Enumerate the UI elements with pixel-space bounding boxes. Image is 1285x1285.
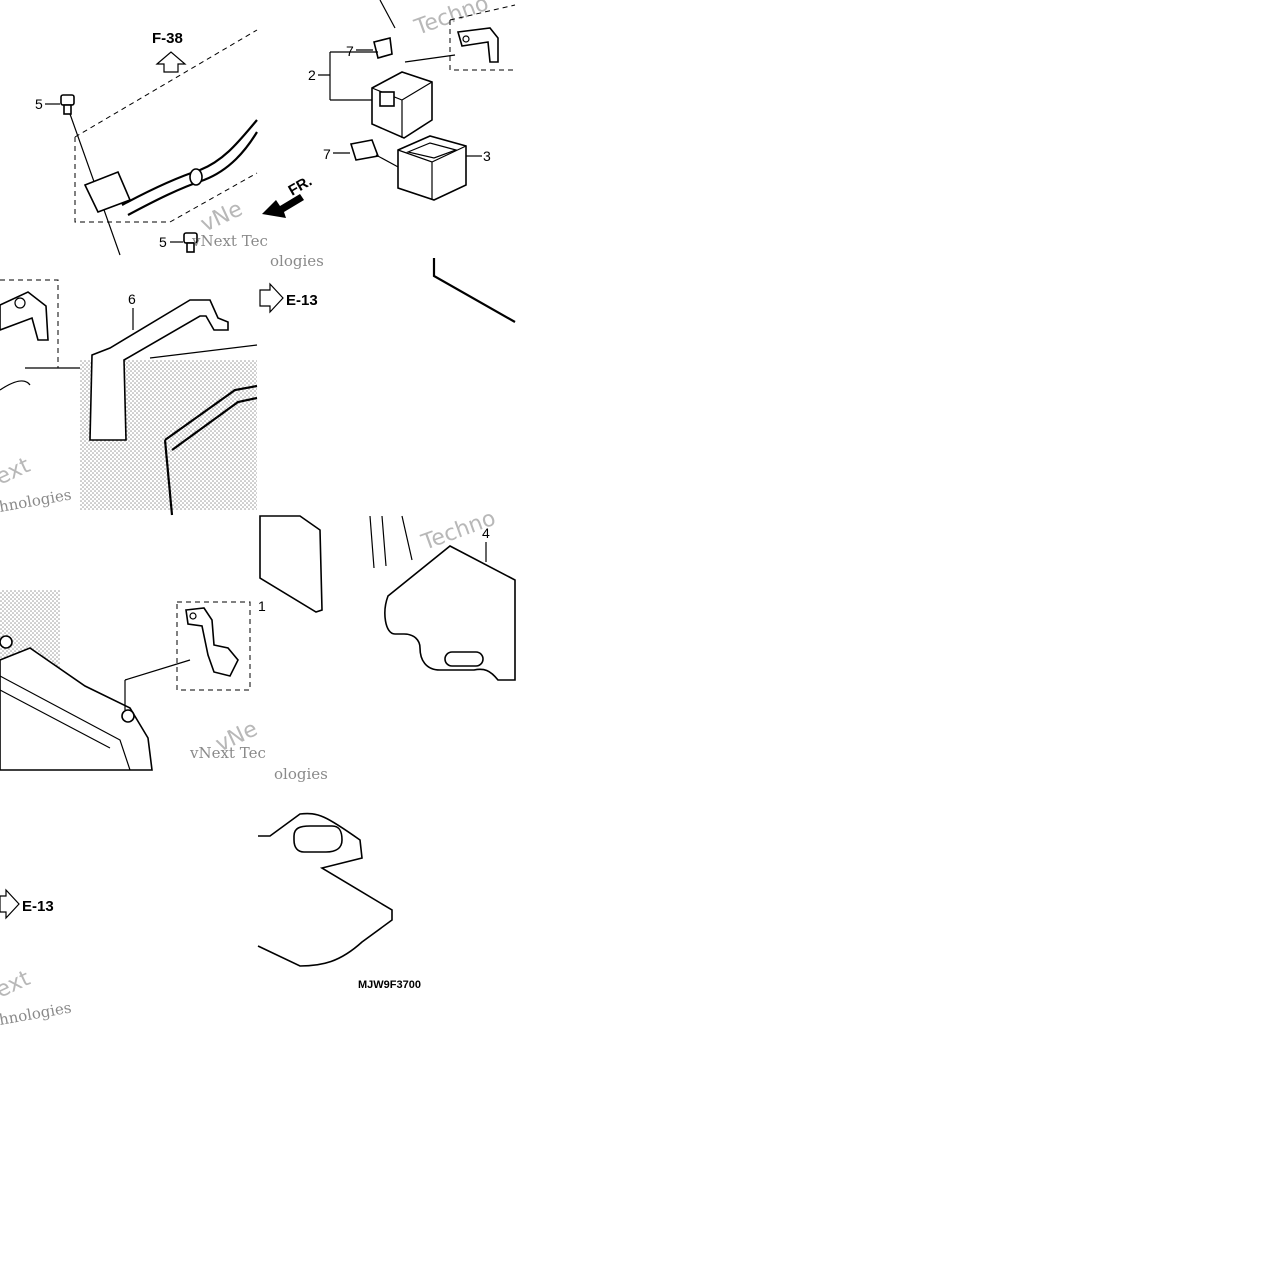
watermark-ologies-1: ologies xyxy=(270,252,324,270)
terminal-lug-bolt xyxy=(189,612,197,620)
callout-1: 1 xyxy=(258,598,266,614)
tile-relay: Techno 7 2 7 3 FR. xyxy=(262,0,516,218)
terminal-post-right xyxy=(121,709,135,723)
battery-lower-corner xyxy=(259,515,323,613)
ref-arrow-icon xyxy=(259,282,284,314)
watermark-vnext-1: vNext Tec xyxy=(191,232,268,250)
terminal-dashed-frame xyxy=(449,4,516,71)
bolt-5-bottom xyxy=(183,232,198,253)
callout-7-mid: 7 xyxy=(323,146,331,162)
leader-band xyxy=(149,344,258,359)
tile-e13-bottom: E-13 ext hnologies xyxy=(0,888,73,1029)
tile-harness: F-38 5 5 vNext Tec vNe xyxy=(35,29,268,256)
leader-relay-terminal xyxy=(404,54,456,63)
callout-5-bottom: 5 xyxy=(159,234,167,250)
leader-fuse-mid xyxy=(375,154,401,169)
terminal-bolt xyxy=(462,35,470,43)
tray-slot xyxy=(444,651,484,667)
watermark-vnext-2: vNext Tec xyxy=(189,744,266,762)
drawing-code: MJW9F3700 xyxy=(358,979,421,991)
cover-3 xyxy=(397,135,467,201)
leader-2 xyxy=(318,51,378,101)
tile-tray: Techno 1 4 xyxy=(258,506,516,681)
ref-arrow-icon-2 xyxy=(0,888,20,920)
tile-e13-top: ologies E-13 xyxy=(259,252,516,323)
battery-top-edge xyxy=(163,384,258,516)
watermark-hnologies-2: hnologies xyxy=(0,999,73,1029)
tray-outline-slot xyxy=(293,825,343,853)
terminal-cap xyxy=(0,291,49,341)
watermark-hnologies-1: hnologies xyxy=(0,486,73,516)
wire-harness xyxy=(83,119,258,216)
tray-corner xyxy=(432,258,516,323)
ref-f38: F-38 xyxy=(152,30,183,47)
watermark-ext-2: ext xyxy=(0,966,34,1004)
up-arrow-icon xyxy=(155,51,187,73)
watermark-ext-1: ext xyxy=(0,453,34,491)
bolt-5-top xyxy=(60,94,75,115)
terminal-cap-bolt xyxy=(14,297,26,309)
terminal-post-left xyxy=(0,635,13,649)
terminal-bracket xyxy=(456,27,499,63)
tray-4 xyxy=(384,545,516,681)
terminal-lug xyxy=(185,607,239,677)
battery-rim xyxy=(0,675,131,771)
battery-body xyxy=(0,647,153,771)
tile-battery-terminals: vNe vNext Tec xyxy=(0,590,266,771)
callout-2: 2 xyxy=(308,67,316,83)
front-direction-arrow: FR. xyxy=(262,173,315,218)
terminal-cable xyxy=(0,380,31,391)
callout-4: 4 xyxy=(482,525,490,541)
band-6 xyxy=(89,299,229,441)
tray-outline xyxy=(257,812,393,967)
ref-e13-bottom: E-13 xyxy=(22,898,54,915)
callout-7-top: 7 xyxy=(346,43,354,59)
battery-side xyxy=(369,515,413,569)
front-direction-label: FR. xyxy=(286,173,315,200)
callout-3: 3 xyxy=(483,148,491,164)
callout-5-top: 5 xyxy=(35,96,43,112)
fuse-7-top xyxy=(373,37,393,59)
tile-battery-band: 6 ext hnologies xyxy=(0,279,258,516)
callout-6: 6 xyxy=(128,291,136,307)
leader-top-wire xyxy=(379,0,396,29)
tile-tray-outline: ologies MJW9F3700 xyxy=(257,765,421,991)
fuse-7-mid xyxy=(349,139,380,161)
ref-e13-top: E-13 xyxy=(286,292,318,309)
watermark-ologies-2: ologies xyxy=(274,765,328,783)
leader-terminal xyxy=(124,659,191,681)
terminal-dashed-frame-right xyxy=(176,601,251,691)
harness-dashed-frame xyxy=(74,29,258,223)
relay-2 xyxy=(371,71,433,139)
